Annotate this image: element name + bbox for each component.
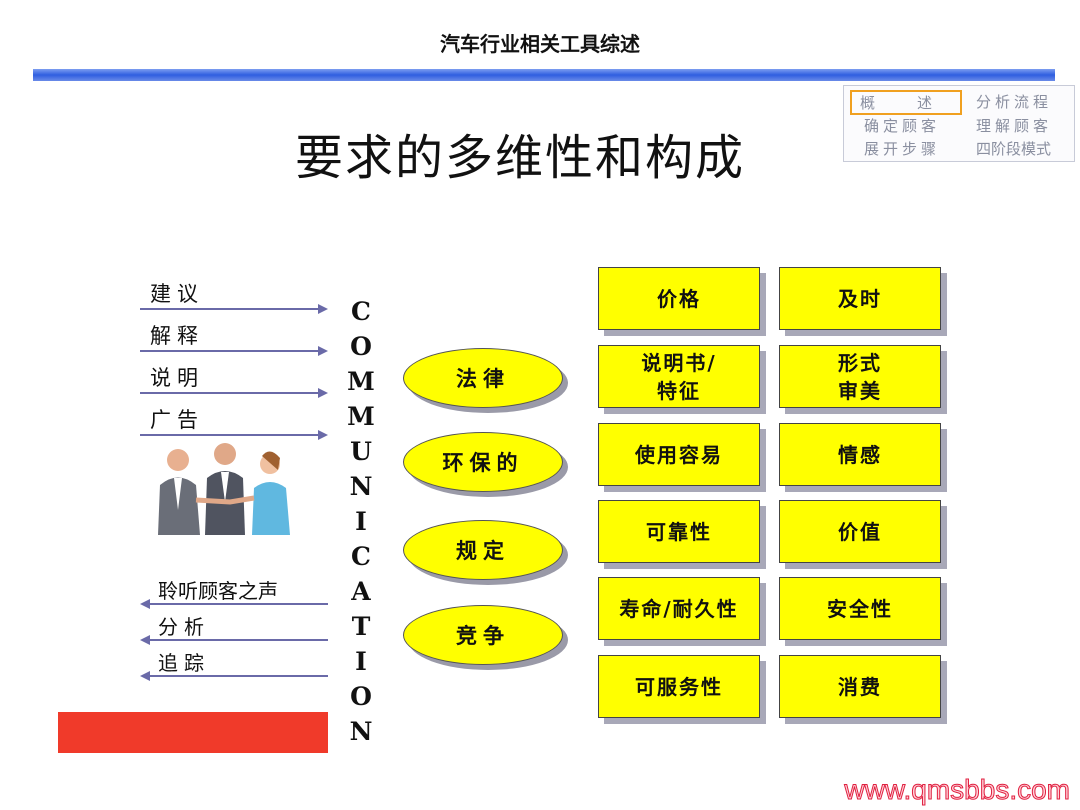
communication-letter: I xyxy=(355,507,367,536)
nav-item-four-stage[interactable]: 四阶段模式 xyxy=(976,140,1052,158)
slide-heading: 要求的多维性和构成 xyxy=(295,130,746,186)
people-handshake-illustration xyxy=(158,443,290,535)
arrow-line xyxy=(140,434,320,436)
nav-item-understand-customer[interactable]: 理解顾客 xyxy=(976,117,1053,135)
nav-panel: 概 述 分析流程 确定顾客 理解顾客 展开步骤 四阶段模式 xyxy=(843,85,1075,162)
requirement-box: 价格 xyxy=(598,267,760,330)
communication-letter: A xyxy=(351,577,371,606)
factor-ellipse: 法律 xyxy=(403,348,563,408)
input-label: 广告 xyxy=(150,408,204,432)
arrow-left-icon xyxy=(140,671,150,681)
communication-letter: M xyxy=(347,402,375,431)
arrow-line xyxy=(148,639,328,641)
watermark: www.qmsbbs.com xyxy=(844,774,1071,806)
arrow-right-icon xyxy=(318,346,328,356)
requirement-box: 寿命/耐久性 xyxy=(598,577,760,640)
communication-letter: O xyxy=(350,682,372,711)
nav-item-identify-customer[interactable]: 确定顾客 xyxy=(864,117,941,135)
arrow-line xyxy=(140,350,320,352)
arrow-right-icon xyxy=(318,430,328,440)
requirement-box: 形式 审美 xyxy=(779,345,941,408)
requirement-box: 情感 xyxy=(779,423,941,486)
input-label: 解释 xyxy=(150,324,204,348)
arrow-left-icon xyxy=(140,635,150,645)
requirement-box: 可服务性 xyxy=(598,655,760,718)
factor-ellipse: 竞争 xyxy=(403,605,563,665)
requirement-box: 及时 xyxy=(779,267,941,330)
communication-letter: N xyxy=(349,472,373,501)
requirement-box: 安全性 xyxy=(779,577,941,640)
requirement-box: 说明书/ 特征 xyxy=(598,345,760,408)
communication-letter: T xyxy=(351,612,371,641)
input-label: 说明 xyxy=(150,366,204,390)
arrow-right-icon xyxy=(318,388,328,398)
factor-ellipse: 规定 xyxy=(403,520,563,580)
communication-letter: U xyxy=(350,437,372,466)
output-label: 追踪 xyxy=(158,651,210,675)
arrow-left-icon xyxy=(140,599,150,609)
factor-ellipse: 环保的 xyxy=(403,432,563,492)
communication-letter: C xyxy=(351,542,371,571)
communication-letter: I xyxy=(355,647,367,676)
requirement-box: 使用容易 xyxy=(598,423,760,486)
requirement-box: 消费 xyxy=(779,655,941,718)
red-bar xyxy=(58,712,328,753)
document-title: 汽车行业相关工具综述 xyxy=(440,32,640,56)
nav-item-deploy-steps[interactable]: 展开步骤 xyxy=(864,140,941,158)
header-bar xyxy=(33,69,1055,81)
nav-item-overview[interactable]: 概 述 xyxy=(850,90,962,115)
output-label: 聆听顾客之声 xyxy=(158,579,278,603)
requirement-box: 价值 xyxy=(779,500,941,563)
communication-letter: N xyxy=(349,717,373,746)
arrow-right-icon xyxy=(318,304,328,314)
output-label: 分析 xyxy=(158,615,210,639)
nav-item-analysis-flow[interactable]: 分析流程 xyxy=(976,93,1053,111)
input-label: 建议 xyxy=(150,282,204,306)
arrow-line xyxy=(140,308,320,310)
arrow-line xyxy=(140,392,320,394)
communication-letter: C xyxy=(351,297,371,326)
arrow-line xyxy=(148,675,328,677)
communication-letter: M xyxy=(347,367,375,396)
requirement-box: 可靠性 xyxy=(598,500,760,563)
arrow-line xyxy=(148,603,328,605)
communication-letter: O xyxy=(350,332,372,361)
